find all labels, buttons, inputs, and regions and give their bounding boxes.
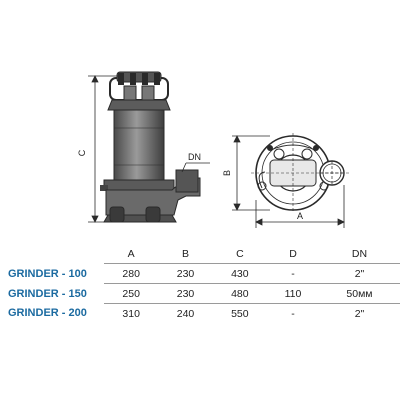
table-cell: 240 bbox=[158, 303, 213, 323]
dimension-c-label: C bbox=[77, 149, 87, 156]
dimension-b bbox=[232, 135, 270, 211]
table-cell: 430 bbox=[212, 263, 268, 284]
pump-technical-drawing: C DN B bbox=[77, 71, 350, 228]
column-header-d: D bbox=[289, 247, 297, 260]
model-name: GRINDER - 150 bbox=[8, 287, 87, 300]
specification-table: A B C D DN GRINDER - 100 280 230 430 - 2… bbox=[0, 244, 400, 323]
table-cell: - bbox=[267, 263, 319, 284]
dimension-a bbox=[255, 185, 345, 228]
dimension-a-label: A bbox=[297, 211, 303, 221]
table-header-row: A B C D DN bbox=[0, 244, 400, 264]
table-cell: 310 bbox=[104, 303, 159, 323]
table-cell: 280 bbox=[104, 263, 159, 284]
table-cell: 250 bbox=[104, 283, 159, 304]
dn-label: DN bbox=[188, 152, 201, 162]
table-cell: 550 bbox=[212, 303, 268, 323]
column-header-c: C bbox=[236, 247, 244, 260]
table-cell: 2" bbox=[318, 263, 400, 284]
discharge-outlet bbox=[175, 169, 199, 193]
dimension-c bbox=[88, 75, 118, 223]
model-name: GRINDER - 200 bbox=[8, 307, 87, 320]
column-header-a: A bbox=[127, 247, 135, 260]
dn-leader bbox=[181, 162, 210, 173]
table-corner-cell bbox=[0, 244, 104, 264]
pump-motor-body bbox=[113, 109, 165, 181]
column-header-b: B bbox=[182, 247, 190, 260]
table-cell: 230 bbox=[158, 263, 213, 284]
table-row: GRINDER - 150 250 230 480 110 50мм bbox=[0, 283, 400, 304]
table-cell: 480 bbox=[212, 283, 268, 304]
table-cell: 110 bbox=[267, 283, 319, 304]
model-name: GRINDER - 100 bbox=[8, 267, 87, 280]
column-header-dn: DN bbox=[351, 247, 368, 260]
table-row: GRINDER - 100 280 230 430 - 2" bbox=[0, 263, 400, 284]
dimension-b-label: B bbox=[222, 170, 232, 176]
pump-top-view bbox=[251, 133, 350, 213]
table-row: GRINDER - 200 310 240 550 - 2" bbox=[0, 303, 400, 323]
pump-side-view bbox=[100, 71, 201, 223]
table-cell: 230 bbox=[158, 283, 213, 304]
table-cell: - bbox=[267, 303, 319, 323]
table-cell: 2" bbox=[318, 303, 400, 323]
table-cell: 50мм bbox=[318, 283, 400, 304]
